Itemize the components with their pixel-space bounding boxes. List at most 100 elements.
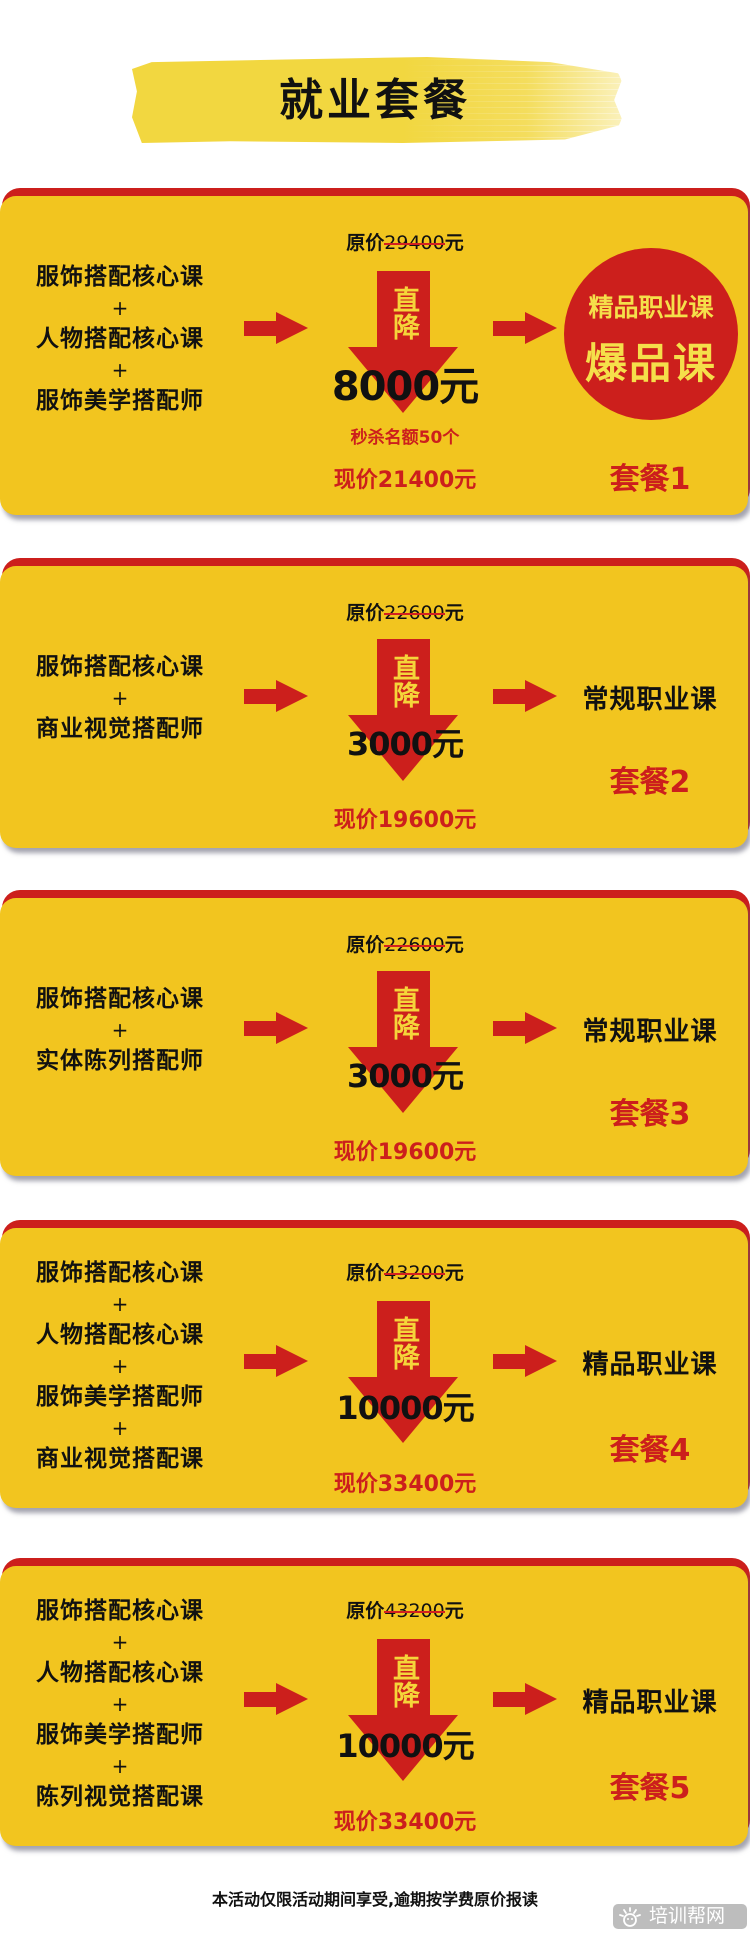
watermark-text: 培训帮网	[649, 1905, 726, 1927]
course-item: 人物搭配核心课	[36, 1660, 204, 1686]
course-list: 服饰搭配核心课 + 实体陈列搭配师	[20, 979, 220, 1081]
package-card-5[interactable]: 服饰搭配核心课 + 人物搭配核心课 + 服饰美学搭配师 + 陈列视觉搭配课 原价…	[0, 1558, 750, 1846]
drop-label: 直降	[388, 1316, 419, 1370]
course-item: 人物搭配核心课	[36, 1322, 204, 1348]
right-arrow-icon	[493, 1345, 557, 1377]
original-price: 原价22600元	[300, 598, 510, 625]
down-arrow-icon: 直降	[348, 1639, 458, 1782]
course-tier: 常规职业课	[582, 685, 718, 715]
drop-label: 直降	[388, 286, 419, 340]
currency-label: 元	[444, 602, 464, 624]
current-price: 现价19600元	[333, 1140, 477, 1165]
discount-amount: 8000元	[331, 364, 479, 410]
plus-sign: +	[111, 1292, 129, 1316]
course-list: 服饰搭配核心课 + 人物搭配核心课 + 服饰美学搭配师	[20, 257, 220, 421]
original-price-label: 原价	[346, 232, 385, 254]
course-item: 陈列视觉搭配课	[36, 1784, 204, 1810]
discount-amount: 10000元	[336, 1727, 474, 1765]
course-item: 服饰搭配核心课	[36, 1260, 204, 1286]
down-arrow-icon: 直降	[348, 639, 458, 782]
original-price-label: 原价	[346, 934, 385, 956]
card-body	[0, 566, 748, 848]
down-arrow-icon: 直降	[348, 1301, 458, 1444]
quota-text: 秒杀名额50个	[350, 428, 460, 448]
course-tier: 精品职业课	[582, 1350, 718, 1380]
currency-label: 元	[444, 934, 464, 956]
course-list: 服饰搭配核心课 + 商业视觉搭配师	[20, 647, 220, 749]
package-name: 套餐1	[609, 462, 691, 497]
watermark: 培训帮网	[613, 1904, 747, 1929]
original-price-label: 原价	[346, 1600, 385, 1622]
down-arrow-icon: 直降	[348, 971, 458, 1114]
course-list: 服饰搭配核心课 + 人物搭配核心课 + 服饰美学搭配师 + 陈列视觉搭配课	[20, 1591, 220, 1817]
currency-label: 元	[444, 1600, 464, 1622]
currency-label: 元	[444, 1262, 464, 1284]
original-price-value: 22600	[384, 934, 445, 956]
plus-sign: +	[111, 1630, 129, 1654]
course-item: 服饰美学搭配师	[36, 388, 204, 414]
package-card-4[interactable]: 服饰搭配核心课 + 人物搭配核心课 + 服饰美学搭配师 + 商业视觉搭配课 原价…	[0, 1220, 750, 1508]
title-brush-banner	[132, 57, 624, 143]
original-price: 原价43200元	[300, 1596, 510, 1623]
discount-amount: 3000元	[346, 1057, 464, 1095]
right-arrow-icon	[244, 1683, 308, 1715]
course-item: 商业视觉搭配课	[36, 1446, 204, 1472]
right-arrow-icon	[244, 1012, 308, 1044]
original-price-value: 43200	[384, 1262, 445, 1284]
plus-sign: +	[111, 1018, 129, 1042]
plus-sign: +	[111, 296, 129, 320]
right-arrow-icon	[244, 1345, 308, 1377]
hot-course-badge: 精品职业课 爆品课	[564, 248, 738, 420]
original-price-label: 原价	[346, 1262, 385, 1284]
course-item: 实体陈列搭配师	[36, 1048, 204, 1074]
course-item: 服饰搭配核心课	[36, 264, 204, 290]
package-card-2[interactable]: 服饰搭配核心课 + 商业视觉搭配师 原价22600元 直降 3000元 现价19…	[0, 558, 750, 848]
sun-face-icon	[619, 1906, 641, 1927]
original-price-value: 22600	[384, 602, 445, 624]
page-title: 就业套餐	[279, 75, 471, 126]
original-price-label: 原价	[346, 602, 385, 624]
drop-label: 直降	[388, 654, 419, 708]
badge-line-1: 精品职业课	[588, 293, 714, 322]
discount-amount: 3000元	[346, 725, 464, 763]
original-price: 原价43200元	[300, 1258, 510, 1285]
down-arrow-icon: 直降	[348, 271, 458, 413]
plus-sign: +	[111, 1754, 129, 1778]
original-price: 原价22600元	[300, 930, 510, 957]
course-item: 服饰搭配核心课	[36, 1598, 204, 1624]
course-item: 服饰美学搭配师	[36, 1722, 204, 1748]
original-price-value: 29400	[384, 232, 445, 254]
plus-sign: +	[111, 1416, 129, 1440]
package-name: 套餐5	[609, 1771, 691, 1806]
right-arrow-icon	[493, 680, 557, 712]
badge-line-2: 爆品课	[584, 339, 717, 388]
package-card-1[interactable]: 服饰搭配核心课 + 人物搭配核心课 + 服饰美学搭配师 原价29400元 直降 …	[0, 188, 750, 515]
right-arrow-icon	[493, 1012, 557, 1044]
plus-sign: +	[111, 1354, 129, 1378]
card-body	[0, 898, 748, 1176]
original-price: 原价29400元	[300, 228, 510, 255]
currency-label: 元	[444, 232, 464, 254]
footer-note: 本活动仅限活动期间享受,逾期按学费原价报读	[211, 1890, 539, 1909]
drop-label: 直降	[388, 986, 419, 1040]
right-arrow-icon	[244, 312, 308, 344]
current-price: 现价19600元	[333, 808, 477, 833]
package-name: 套餐2	[609, 765, 691, 800]
package-card-3[interactable]: 服饰搭配核心课 + 实体陈列搭配师 原价22600元 直降 3000元 现价19…	[0, 890, 750, 1176]
right-arrow-icon	[244, 680, 308, 712]
original-price-value: 43200	[384, 1600, 445, 1622]
card-body	[0, 1228, 748, 1508]
current-price: 现价33400元	[333, 1472, 477, 1497]
course-tier: 精品职业课	[582, 1688, 718, 1718]
current-price: 现价21400元	[333, 468, 477, 493]
current-price: 现价33400元	[333, 1810, 477, 1835]
discount-amount: 10000元	[336, 1389, 474, 1427]
plus-sign: +	[111, 358, 129, 382]
card-body	[0, 1566, 748, 1846]
plus-sign: +	[111, 686, 129, 710]
course-list: 服饰搭配核心课 + 人物搭配核心课 + 服饰美学搭配师 + 商业视觉搭配课	[20, 1253, 220, 1479]
plus-sign: +	[111, 1692, 129, 1716]
course-item: 服饰搭配核心课	[36, 654, 204, 680]
course-item: 服饰搭配核心课	[36, 986, 204, 1012]
package-name: 套餐4	[609, 1433, 691, 1468]
